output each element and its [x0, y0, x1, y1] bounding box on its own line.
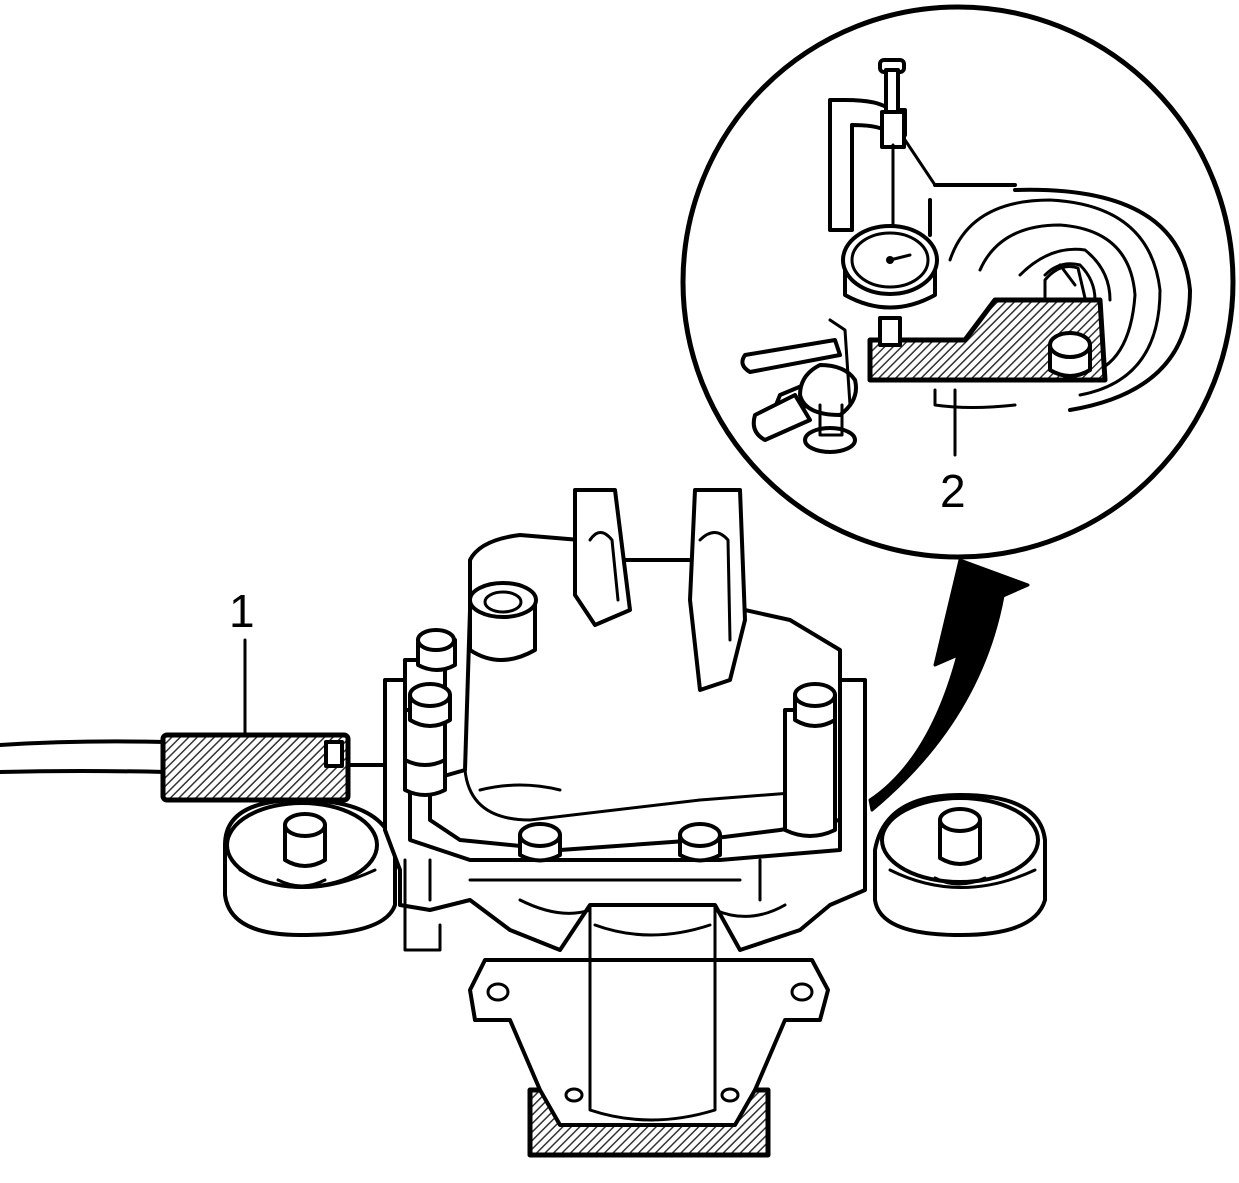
detail-arrow — [868, 558, 1030, 812]
detail-view — [680, 4, 1236, 560]
callout-1: 1 — [229, 585, 255, 637]
fill-plug — [468, 581, 538, 662]
bolt — [403, 682, 452, 767]
housing-neck — [468, 958, 830, 1127]
housing-body — [383, 678, 867, 952]
left-mount-bushing — [223, 798, 397, 937]
item-1-tool — [0, 732, 387, 803]
bolt — [678, 822, 722, 863]
item-2-bracket — [867, 297, 1108, 383]
vent-tubes — [573, 488, 747, 692]
right-mount-bushing — [873, 793, 1047, 937]
differential-housing — [223, 488, 1047, 1158]
cover-bolts — [403, 628, 837, 863]
bolt — [518, 822, 562, 863]
pinion-shaft-rings — [928, 183, 1192, 412]
bracket-bolt — [1048, 331, 1092, 378]
bolt — [783, 682, 837, 838]
callout-2: 2 — [940, 465, 966, 517]
dial-indicator — [740, 58, 939, 454]
